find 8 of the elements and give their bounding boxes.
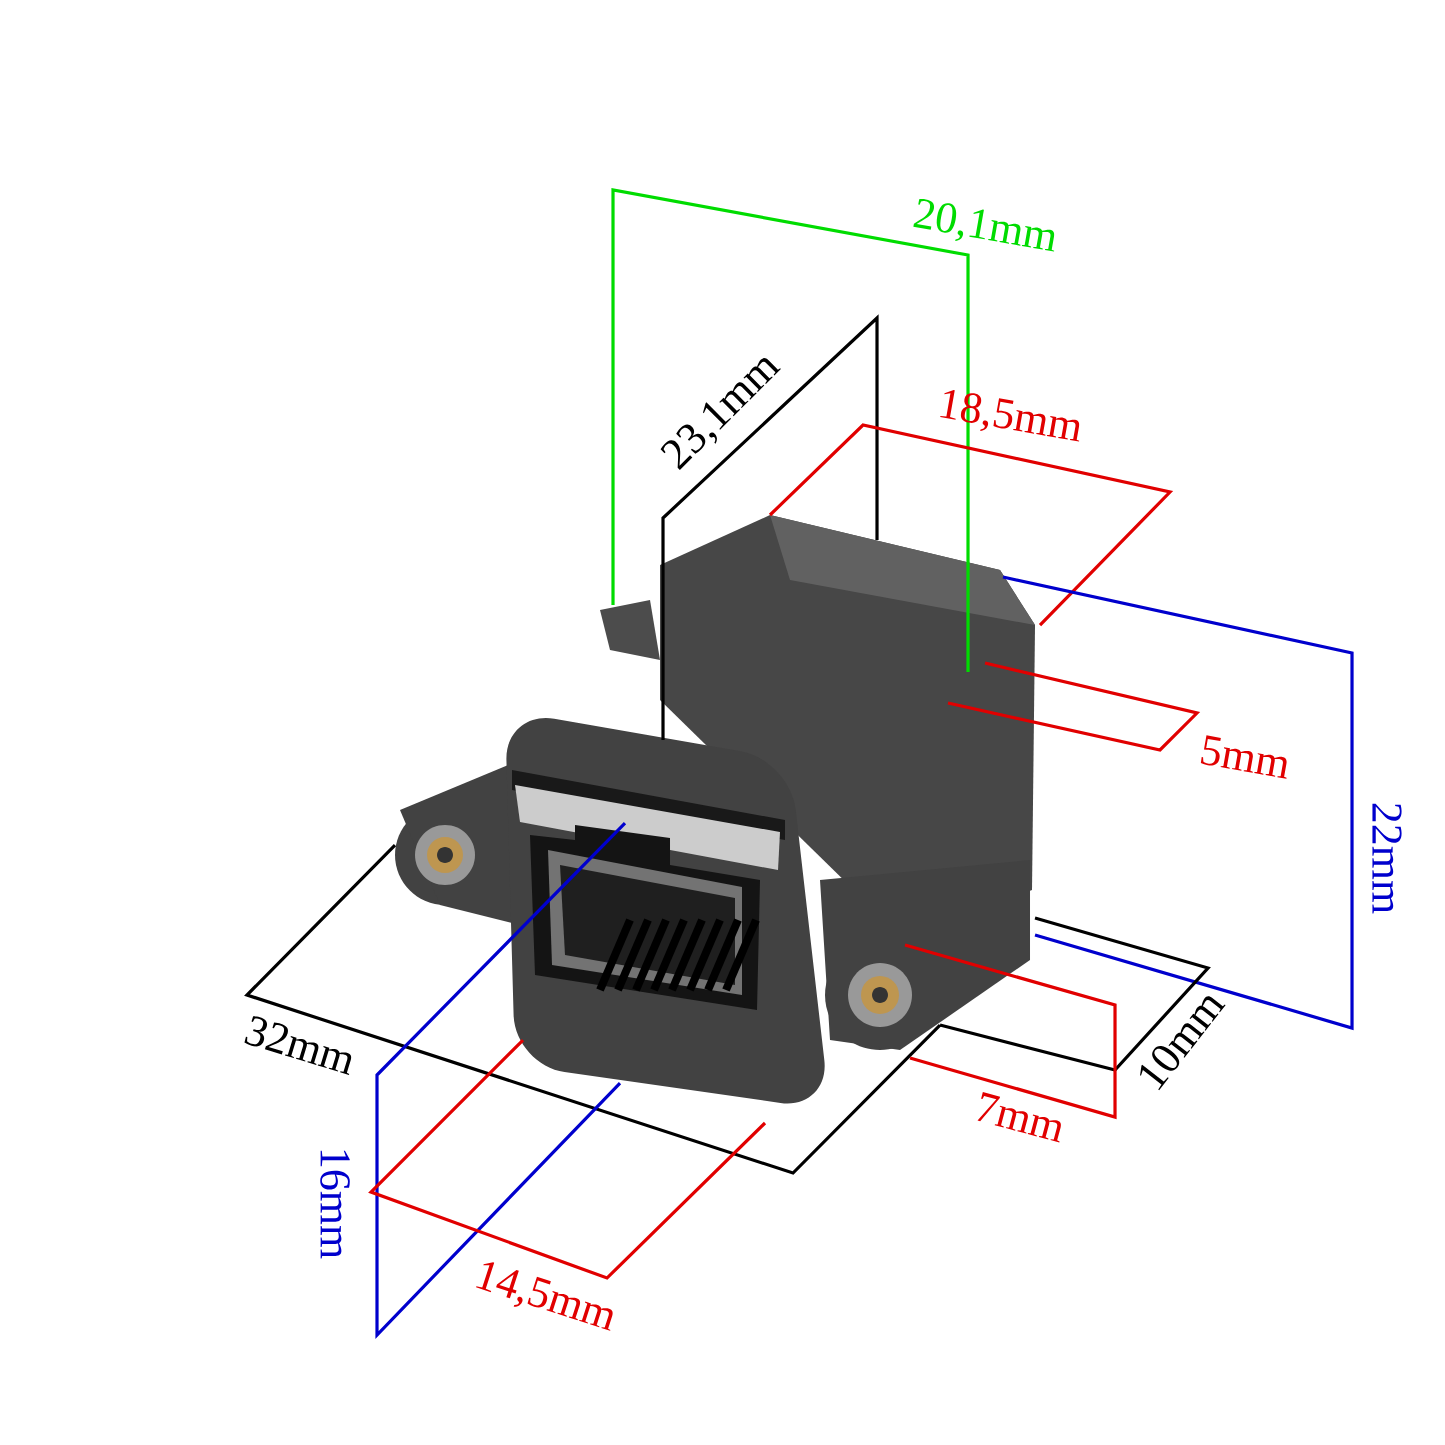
dimension-label: 7mm xyxy=(977,1092,1061,1143)
dimension-label: 20,1mm xyxy=(913,199,1055,252)
dimension-label: 22mm xyxy=(1372,803,1402,914)
dimension-label: 14,5mm xyxy=(476,1262,613,1331)
dimension-label: 16mm xyxy=(320,1150,350,1259)
dimension-label: 32mm xyxy=(244,1016,352,1075)
dimension-label: 18,5mm xyxy=(940,390,1080,442)
dimension-label: 5mm xyxy=(1200,735,1287,779)
